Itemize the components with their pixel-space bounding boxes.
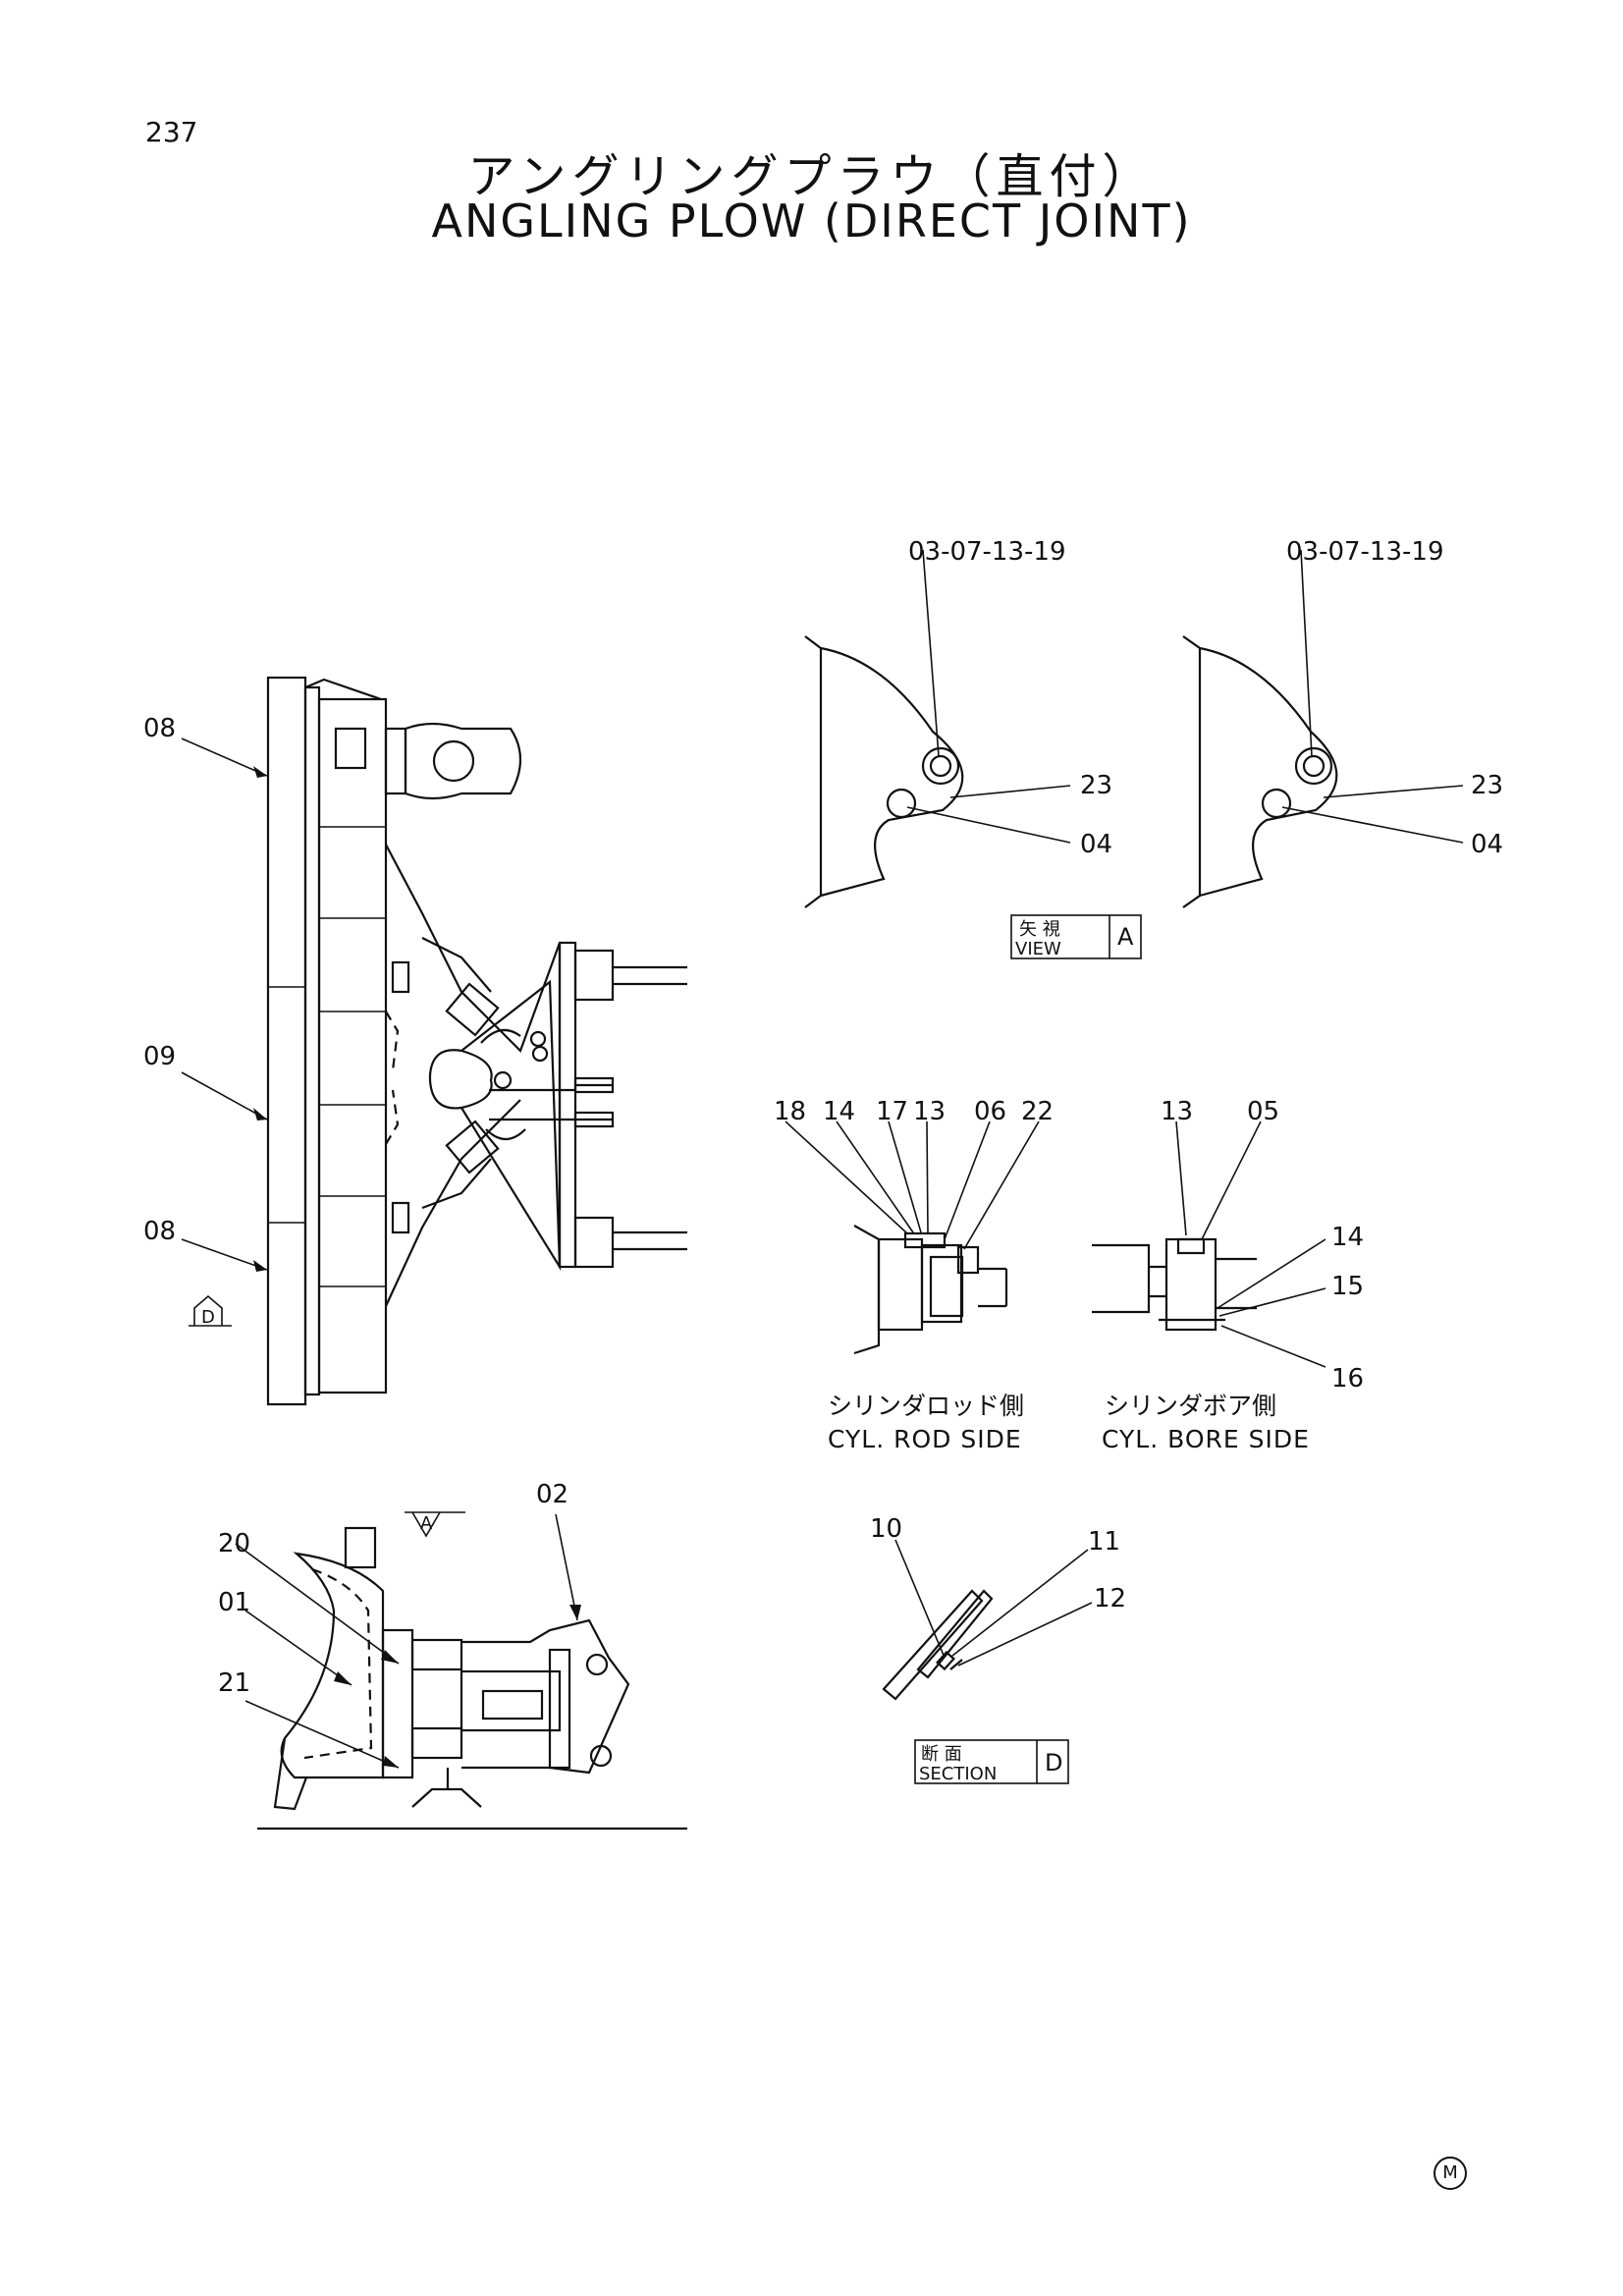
label-04-right: 04	[1471, 830, 1503, 859]
bore-label-13: 13	[1161, 1097, 1193, 1126]
label-11: 11	[1088, 1527, 1120, 1557]
view-a-detail-right	[1182, 549, 1464, 908]
plow-side-view	[235, 1513, 687, 1831]
view-a-box-letter: A	[1117, 923, 1134, 951]
view-arrow-d: D	[189, 1294, 232, 1328]
label-21: 21	[218, 1668, 250, 1698]
rod-side-caption-en: CYL. ROD SIDE	[828, 1425, 1022, 1453]
ref-label-left: 03-07-13-19	[908, 537, 1065, 567]
label-12: 12	[1094, 1584, 1126, 1613]
label-10: 10	[870, 1514, 902, 1544]
ref-label-right: 03-07-13-19	[1286, 537, 1443, 567]
section-d-box: 断 面 SECTION D	[914, 1739, 1069, 1784]
bore-label-15: 15	[1331, 1272, 1364, 1301]
rod-label-13: 13	[913, 1097, 946, 1126]
label-09: 09	[143, 1042, 176, 1071]
title-japanese: アングリングプラウ（直付）	[467, 149, 1156, 204]
label-08-bottom: 08	[143, 1217, 176, 1246]
rod-side-labels: 18 14 17 13 06 22	[774, 1097, 1054, 1126]
bore-side-caption-en: CYL. BORE SIDE	[1102, 1425, 1310, 1453]
section-d-box-en: SECTION	[919, 1764, 997, 1784]
view-a-box-jp: 矢 視	[1019, 919, 1060, 940]
page-number: 237	[145, 116, 198, 148]
label-23-right: 23	[1471, 771, 1503, 800]
label-02: 02	[536, 1480, 568, 1509]
rod-label-14: 14	[823, 1097, 855, 1126]
rod-label-17: 17	[876, 1097, 908, 1126]
section-d-box-letter: D	[1045, 1749, 1062, 1777]
cyl-rod-side-detail	[784, 1121, 1040, 1355]
view-a-box-en: VIEW	[1015, 939, 1061, 959]
section-d-detail	[882, 1539, 1093, 1701]
view-a-box: 矢 視 VIEW A	[1010, 914, 1142, 959]
main-view-leaders	[181, 738, 268, 1272]
view-arrow-a: A	[405, 1511, 465, 1538]
label-08-top: 08	[143, 714, 176, 743]
manufacturer-mark: M	[1434, 2157, 1467, 2190]
arrow-a-letter: A	[420, 1513, 433, 1534]
plow-plan-view	[266, 676, 687, 1406]
label-01: 01	[218, 1588, 250, 1617]
label-23: 23	[1080, 771, 1112, 800]
rod-label-22: 22	[1021, 1097, 1054, 1126]
cyl-bore-side-detail	[1092, 1121, 1326, 1368]
label-20: 20	[218, 1529, 250, 1558]
arrow-d-letter: D	[201, 1307, 215, 1328]
title-english: ANGLING PLOW (DIRECT JOINT)	[431, 194, 1192, 247]
bore-label-14: 14	[1331, 1223, 1364, 1252]
bore-label-05: 05	[1247, 1097, 1279, 1126]
rod-side-caption-jp: シリンダロッド側	[828, 1392, 1024, 1420]
rod-label-06: 06	[974, 1097, 1006, 1126]
bore-side-caption-jp: シリンダボア側	[1105, 1392, 1276, 1420]
bore-label-16: 16	[1331, 1364, 1364, 1394]
rod-label-18: 18	[774, 1097, 806, 1126]
label-04: 04	[1080, 830, 1112, 859]
section-d-box-jp: 断 面	[921, 1744, 962, 1765]
view-a-detail-left	[804, 549, 1071, 908]
